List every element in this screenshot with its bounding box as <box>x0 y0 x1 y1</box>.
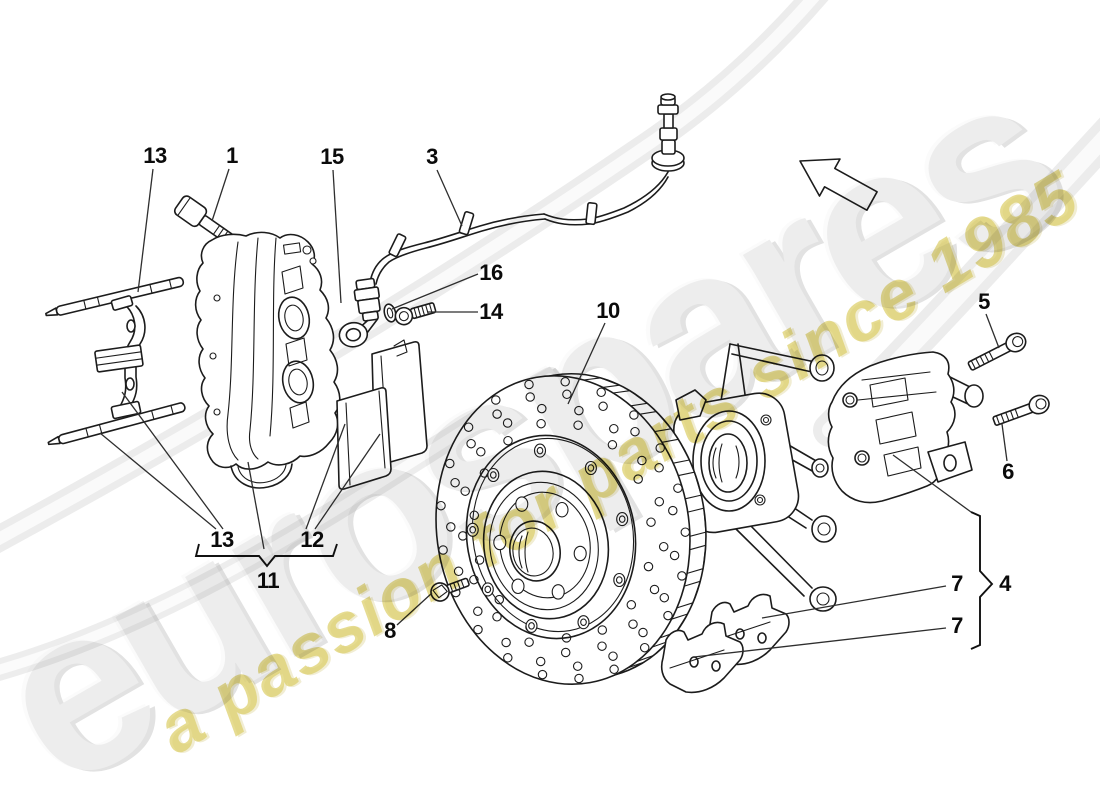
banjo-bolt-drawing <box>394 302 437 326</box>
part-label-5-7: 5 <box>978 289 990 314</box>
brake-pads-drawing <box>336 339 428 490</box>
grouping-brackets <box>194 454 994 650</box>
caliper-mount-bolt-5-drawing <box>967 332 1027 371</box>
pad-spring-drawing <box>94 295 146 420</box>
part-label-1-1: 1 <box>226 143 238 168</box>
part-label-13-9: 13 <box>210 527 234 552</box>
caliper-mount-bolt-6-drawing <box>992 394 1050 426</box>
part-label-16-4: 16 <box>479 260 503 285</box>
part-label-3-3: 3 <box>426 144 438 169</box>
part-label-11-11: 11 <box>256 568 280 593</box>
part-label-14-5: 14 <box>479 299 503 324</box>
retainer-bracket-lower-drawing <box>660 621 744 694</box>
part-label-8-12: 8 <box>384 618 396 643</box>
brake-disc-drawing <box>435 372 707 686</box>
part-label-7-13: 7 <box>951 571 963 596</box>
guide-pin-upper-drawing <box>45 276 185 317</box>
guide-pin-lower-drawing <box>47 402 186 446</box>
part-label-7-14: 7 <box>951 613 963 638</box>
disc-set-screw-drawing <box>430 577 470 602</box>
direction-arrow-icon <box>799 158 878 211</box>
part-label-15-2: 15 <box>320 144 344 169</box>
part-label-10-6: 10 <box>596 298 620 323</box>
hose-union-drawing <box>338 277 381 348</box>
part-label-12-10: 12 <box>300 527 324 552</box>
brake-caliper-drawing <box>194 231 341 489</box>
part-label-13-0: 13 <box>143 143 167 168</box>
wheel-hub-carrier-drawing <box>673 343 837 612</box>
part-label-4-15: 4 <box>999 571 1011 596</box>
hose-clip-icon <box>388 202 598 258</box>
handbrake-caliper-drawing <box>827 351 984 504</box>
part-label-6-8: 6 <box>1002 459 1014 484</box>
brake-hose-drawing <box>369 93 685 285</box>
leader-lines <box>99 168 1008 658</box>
